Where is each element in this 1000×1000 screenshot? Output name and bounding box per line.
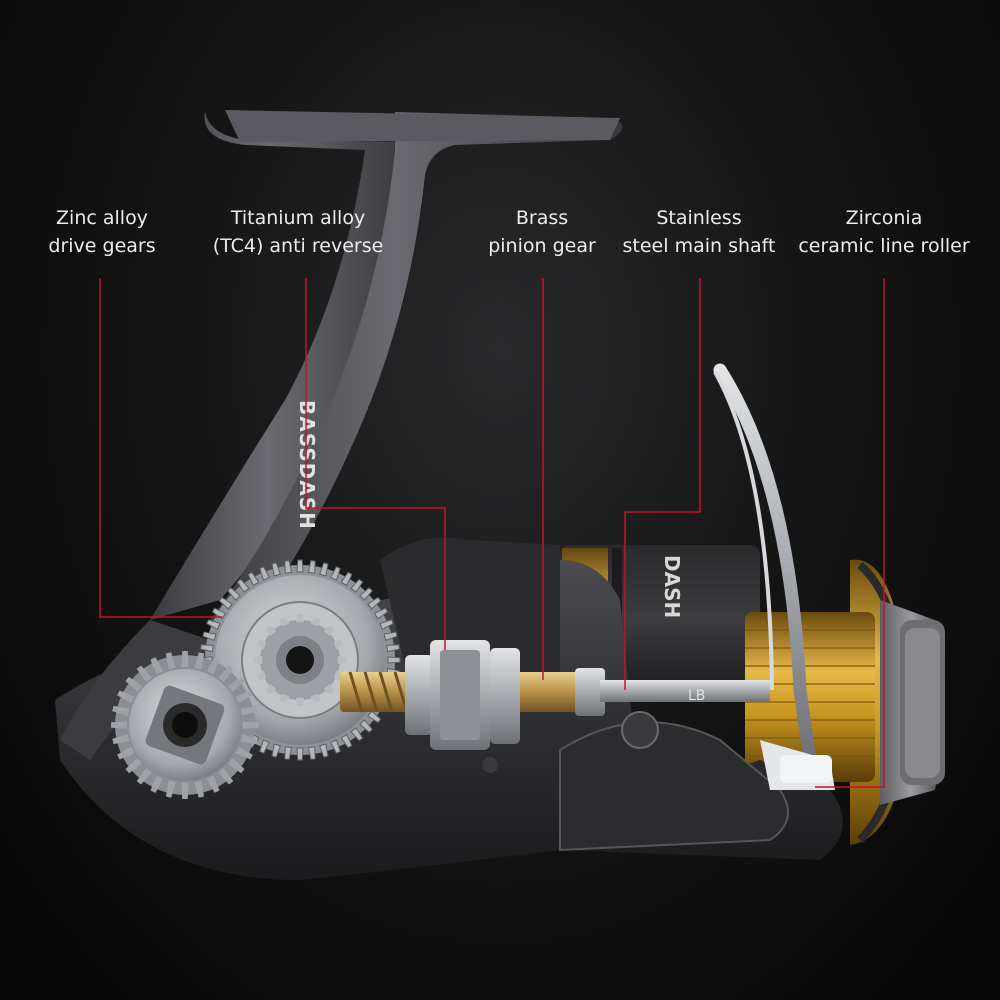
callout-pinion-gear-line1: Brass bbox=[515, 207, 569, 229]
bail bbox=[713, 363, 817, 767]
callout-line-line-roller bbox=[815, 278, 885, 788]
callout-anti-reverse-line2: (TC4) anti reverse bbox=[212, 235, 384, 257]
callout-drive-gears: Zinc alloy drive gears bbox=[48, 204, 155, 260]
callout-lines bbox=[99, 278, 885, 788]
main-shaft: LB bbox=[600, 680, 770, 704]
callout-line-roller-line1: Zirconia bbox=[845, 207, 923, 229]
line-roller bbox=[760, 740, 835, 790]
callout-drive-gears-line1: Zinc alloy bbox=[56, 207, 148, 229]
pinion-gear bbox=[340, 640, 605, 750]
callout-line-drive-gears bbox=[99, 278, 222, 618]
callout-pinion-gear-line2: pinion gear bbox=[488, 235, 596, 257]
drive-gear-small bbox=[111, 651, 259, 799]
callout-main-shaft-line1: Stainless bbox=[656, 207, 742, 229]
callout-pinion-gear: Brass pinion gear bbox=[488, 204, 596, 260]
callout-anti-reverse-line1: Titanium alloy bbox=[230, 207, 366, 229]
callout-drive-gears-line2: drive gears bbox=[48, 235, 156, 257]
callout-line-main-shaft bbox=[624, 278, 701, 690]
brand-text: BASSDASH bbox=[295, 400, 319, 530]
spool-brand-text: DASH bbox=[660, 555, 684, 618]
callout-anti-reverse: Titanium alloy (TC4) anti reverse bbox=[213, 204, 384, 260]
callout-line-roller-line2: ceramic line roller bbox=[798, 235, 970, 257]
callout-main-shaft: Stainless steel main shaft bbox=[623, 204, 776, 260]
callout-main-shaft-line2: steel main shaft bbox=[622, 235, 776, 257]
callout-line-roller: Zirconia ceramic line roller bbox=[798, 204, 969, 260]
callout-line-anti-reverse bbox=[305, 278, 446, 650]
svg-text:LB: LB bbox=[688, 688, 705, 704]
